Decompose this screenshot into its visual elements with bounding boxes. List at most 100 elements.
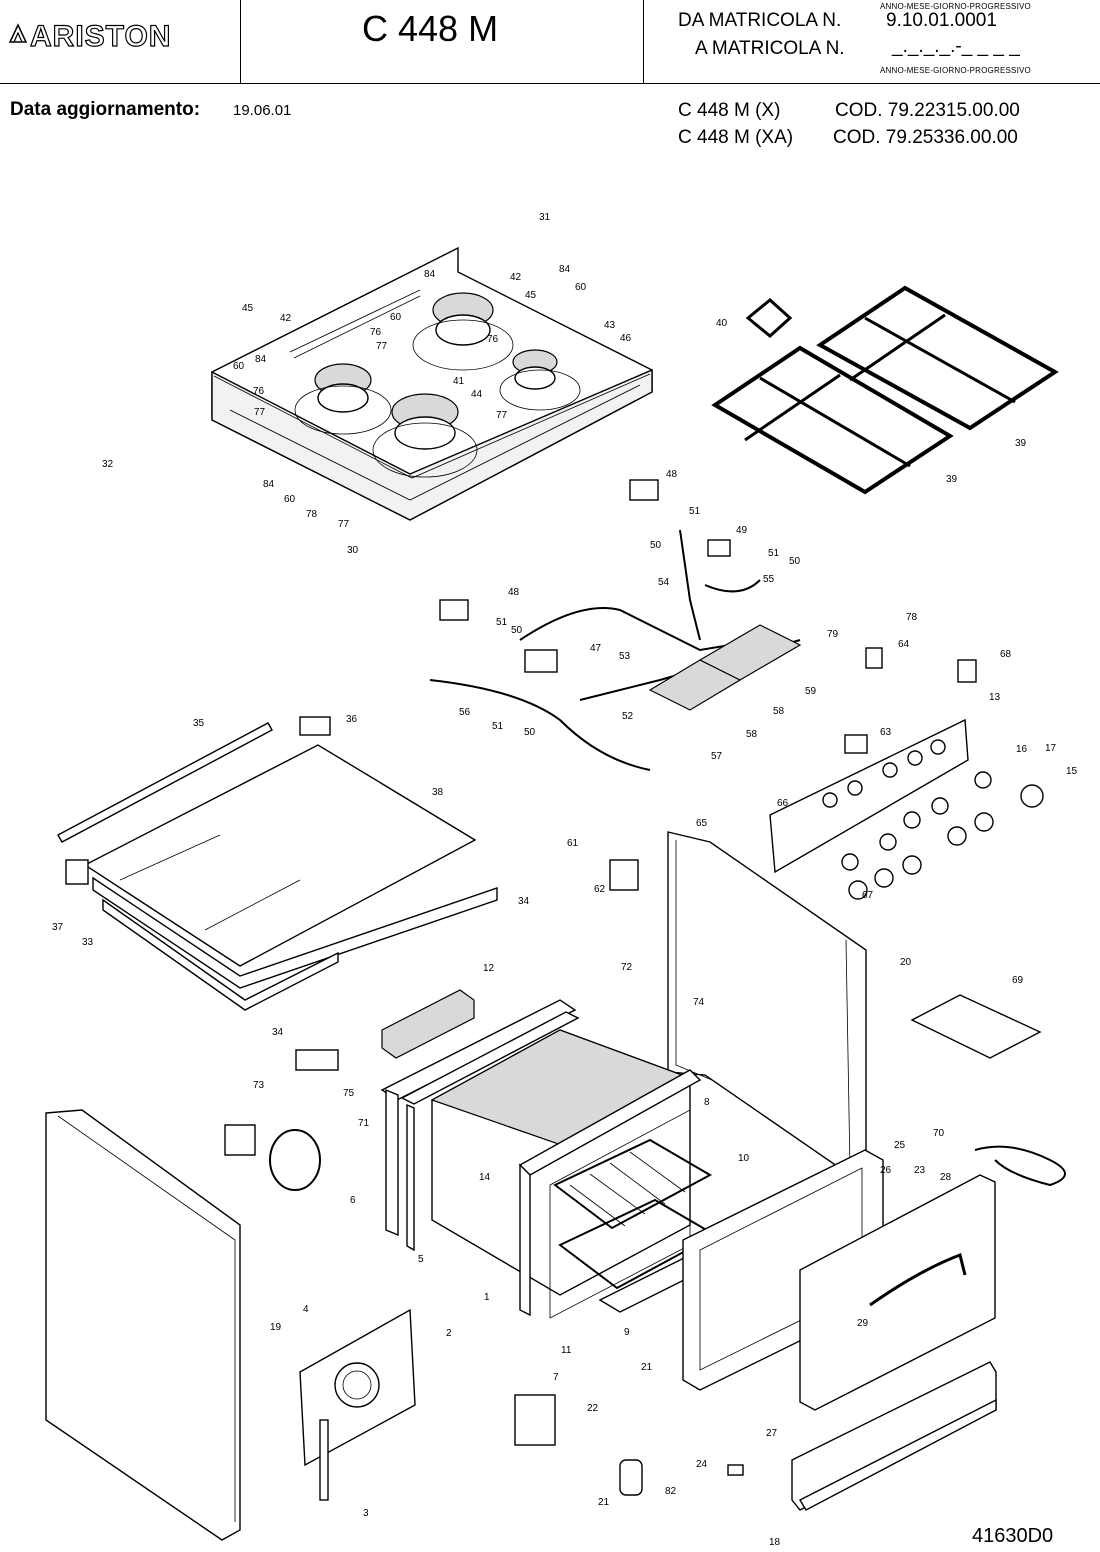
callout-number: 21 <box>641 1362 653 1373</box>
callout-number: 1 <box>484 1292 490 1303</box>
header-divider <box>240 0 241 83</box>
control-panel <box>769 718 969 874</box>
callout-number: 2 <box>446 1328 452 1339</box>
callout-number: 59 <box>805 686 817 697</box>
update-date: 19.06.01 <box>233 102 292 119</box>
variant-label: C 448 M (X) <box>678 100 781 121</box>
callout-number: 64 <box>898 639 910 650</box>
callout-number: 54 <box>658 577 670 588</box>
callout-number: 9 <box>624 1327 630 1338</box>
callout-number: 58 <box>773 706 785 717</box>
product-code: COD. 79.25336.00.00 <box>833 127 1018 148</box>
callout-number: 74 <box>693 997 705 1008</box>
callout-number: 58 <box>746 729 758 740</box>
callout-number: 79 <box>827 629 839 640</box>
callout-number: 31 <box>539 212 551 223</box>
control-knobs <box>841 771 1044 900</box>
gas-ramp <box>429 479 802 771</box>
ariston-logo-icon <box>8 23 28 43</box>
callout-number: 60 <box>233 361 245 372</box>
callout-number: 32 <box>102 459 114 470</box>
callout-number: 56 <box>459 707 471 718</box>
small-parts <box>65 647 1066 1496</box>
callout-number: 55 <box>763 574 775 585</box>
callout-number: 84 <box>424 269 436 280</box>
callout-number: 75 <box>343 1088 355 1099</box>
callout-number: 14 <box>479 1172 491 1183</box>
callout-number: 51 <box>689 506 701 517</box>
callout-number: 63 <box>880 727 892 738</box>
callout-number: 33 <box>82 937 94 948</box>
update-label: Data aggiornamento: <box>10 99 201 120</box>
callout-number: 36 <box>346 714 358 725</box>
callout-number: 49 <box>736 525 748 536</box>
callout-number: 5 <box>418 1254 424 1265</box>
callout-number: 42 <box>510 272 522 283</box>
callout-number: 82 <box>665 1486 677 1497</box>
callout-number: 23 <box>914 1165 926 1176</box>
callout-number: 76 <box>253 386 265 397</box>
callout-number: 42 <box>280 313 292 324</box>
variant-label: C 448 M (XA) <box>678 127 794 148</box>
hob-top <box>211 246 653 521</box>
callout-number: 51 <box>496 617 508 628</box>
callout-number: 70 <box>933 1128 945 1139</box>
callout-number: 60 <box>390 312 402 323</box>
callout-number: 43 <box>604 320 616 331</box>
callout-number: 78 <box>306 509 318 520</box>
callout-number: 50 <box>789 556 801 567</box>
callout-number: 40 <box>716 318 728 329</box>
callout-number: 45 <box>242 303 254 314</box>
callout-number: 38 <box>432 787 444 798</box>
brand-logo: ARISTON <box>29 19 172 53</box>
callout-number: 11 <box>561 1345 572 1356</box>
callout-number: 18 <box>769 1537 781 1548</box>
callout-number: 66 <box>777 798 789 809</box>
pan-supports <box>711 285 1059 495</box>
callout-number: 77 <box>254 407 266 418</box>
a-matricola-value: _._._._.-_ _ _ _ <box>892 36 1020 57</box>
callout-number: 46 <box>620 333 632 344</box>
callout-number: 71 <box>358 1118 370 1129</box>
callout-number: 78 <box>906 612 918 623</box>
callout-number: 60 <box>575 282 587 293</box>
callout-number: 28 <box>940 1172 952 1183</box>
callout-number: 4 <box>303 1304 309 1315</box>
callout-number: 47 <box>590 643 602 654</box>
callout-number: 84 <box>255 354 267 365</box>
callout-number: 39 <box>946 474 958 485</box>
callout-number: 34 <box>272 1027 284 1038</box>
callout-number: 35 <box>193 718 205 729</box>
callout-number: 19 <box>270 1322 282 1333</box>
callout-number: 57 <box>711 751 723 762</box>
callout-number: 10 <box>738 1153 750 1164</box>
callout-number: 84 <box>263 479 275 490</box>
callout-number: 50 <box>650 540 662 551</box>
callout-number: 76 <box>487 334 499 345</box>
callout-number: 25 <box>894 1140 906 1151</box>
header-divider <box>643 0 644 83</box>
plinth <box>791 1361 997 1511</box>
header-rule <box>0 83 1100 84</box>
model-title: C 448 M <box>362 8 499 49</box>
callout-number: 26 <box>880 1165 892 1176</box>
callout-number: 44 <box>471 389 483 400</box>
callout-number: 73 <box>253 1080 265 1091</box>
callout-number: 8 <box>704 1097 710 1108</box>
callout-number: 84 <box>559 264 571 275</box>
da-matricola-value: 9.10.01.0001 <box>886 10 997 31</box>
callout-number: 48 <box>666 469 678 480</box>
da-matricola-label: DA MATRICOLA N. <box>678 10 842 31</box>
oven-cavity <box>380 999 702 1319</box>
callout-number: 50 <box>524 727 536 738</box>
callout-number: 29 <box>857 1318 869 1329</box>
callout-number: 12 <box>483 963 495 974</box>
side-panel <box>45 1109 241 1541</box>
callout-number: 60 <box>284 494 296 505</box>
callout-number: 37 <box>52 922 64 933</box>
callout-number: 77 <box>376 341 388 352</box>
callout-number: 7 <box>553 1372 559 1383</box>
callout-number: 68 <box>1000 649 1012 660</box>
callout-number: 13 <box>989 692 1001 703</box>
callout-number: 27 <box>766 1428 778 1439</box>
